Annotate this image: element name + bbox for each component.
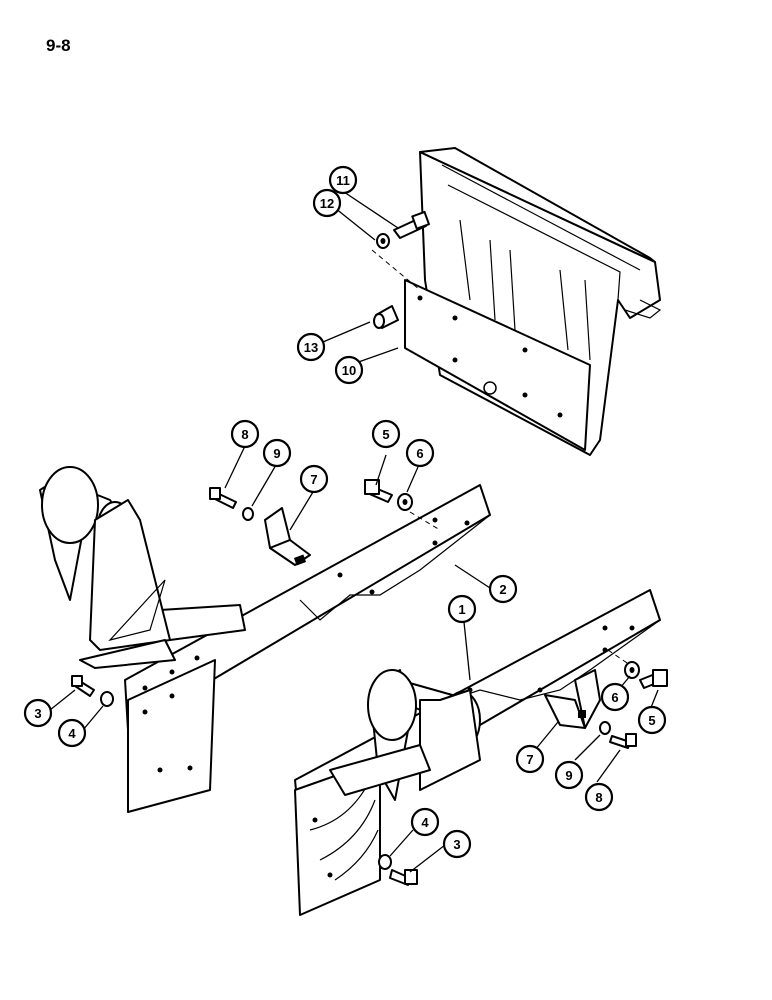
callout-9: 9 bbox=[554, 760, 584, 790]
callout-8: 8 bbox=[584, 782, 614, 812]
callout-label: 12 bbox=[320, 196, 334, 211]
callout-label: 7 bbox=[310, 472, 317, 487]
callout-label: 13 bbox=[304, 340, 318, 355]
callout-5: 5 bbox=[637, 705, 667, 735]
callout-label: 5 bbox=[382, 427, 389, 442]
callout-label: 11 bbox=[336, 173, 350, 188]
page-number: 9-8 bbox=[46, 36, 71, 55]
callout-6: 6 bbox=[405, 438, 435, 468]
callout-12: 12 bbox=[312, 188, 342, 218]
callout-7: 7 bbox=[515, 744, 545, 774]
callout-label: 6 bbox=[416, 446, 423, 461]
callout-label: 3 bbox=[34, 706, 41, 721]
callout-1: 1 bbox=[447, 594, 477, 624]
callout-label: 8 bbox=[595, 790, 602, 805]
callout-7: 7 bbox=[299, 464, 329, 494]
callout-label: 4 bbox=[68, 726, 76, 741]
callout-4: 4 bbox=[410, 807, 440, 837]
callout-label: 9 bbox=[273, 446, 280, 461]
callout-label: 6 bbox=[611, 690, 618, 705]
callout-3: 3 bbox=[23, 698, 53, 728]
callout-label: 8 bbox=[241, 427, 248, 442]
callout-label: 5 bbox=[648, 713, 655, 728]
callout-2: 2 bbox=[488, 574, 518, 604]
callout-label: 9 bbox=[565, 768, 572, 783]
right-side-rail bbox=[294, 589, 668, 916]
callout-3: 3 bbox=[442, 829, 472, 859]
callout-13: 13 bbox=[296, 332, 326, 362]
callout-label: 4 bbox=[421, 815, 429, 830]
left-side-rail bbox=[39, 466, 491, 813]
callout-6: 6 bbox=[600, 682, 630, 712]
callout-label: 7 bbox=[526, 752, 533, 767]
callout-label: 2 bbox=[499, 582, 506, 597]
callout-8: 8 bbox=[230, 419, 260, 449]
callout-label: 3 bbox=[453, 837, 460, 852]
callout-9: 9 bbox=[262, 438, 292, 468]
callout-label: 1 bbox=[458, 602, 465, 617]
callout-10: 10 bbox=[334, 355, 364, 385]
front-mounting-bracket bbox=[371, 147, 662, 456]
callout-5: 5 bbox=[371, 419, 401, 449]
callout-label: 10 bbox=[342, 363, 356, 378]
callout-11: 11 bbox=[328, 165, 358, 195]
callout-4: 4 bbox=[57, 718, 87, 748]
